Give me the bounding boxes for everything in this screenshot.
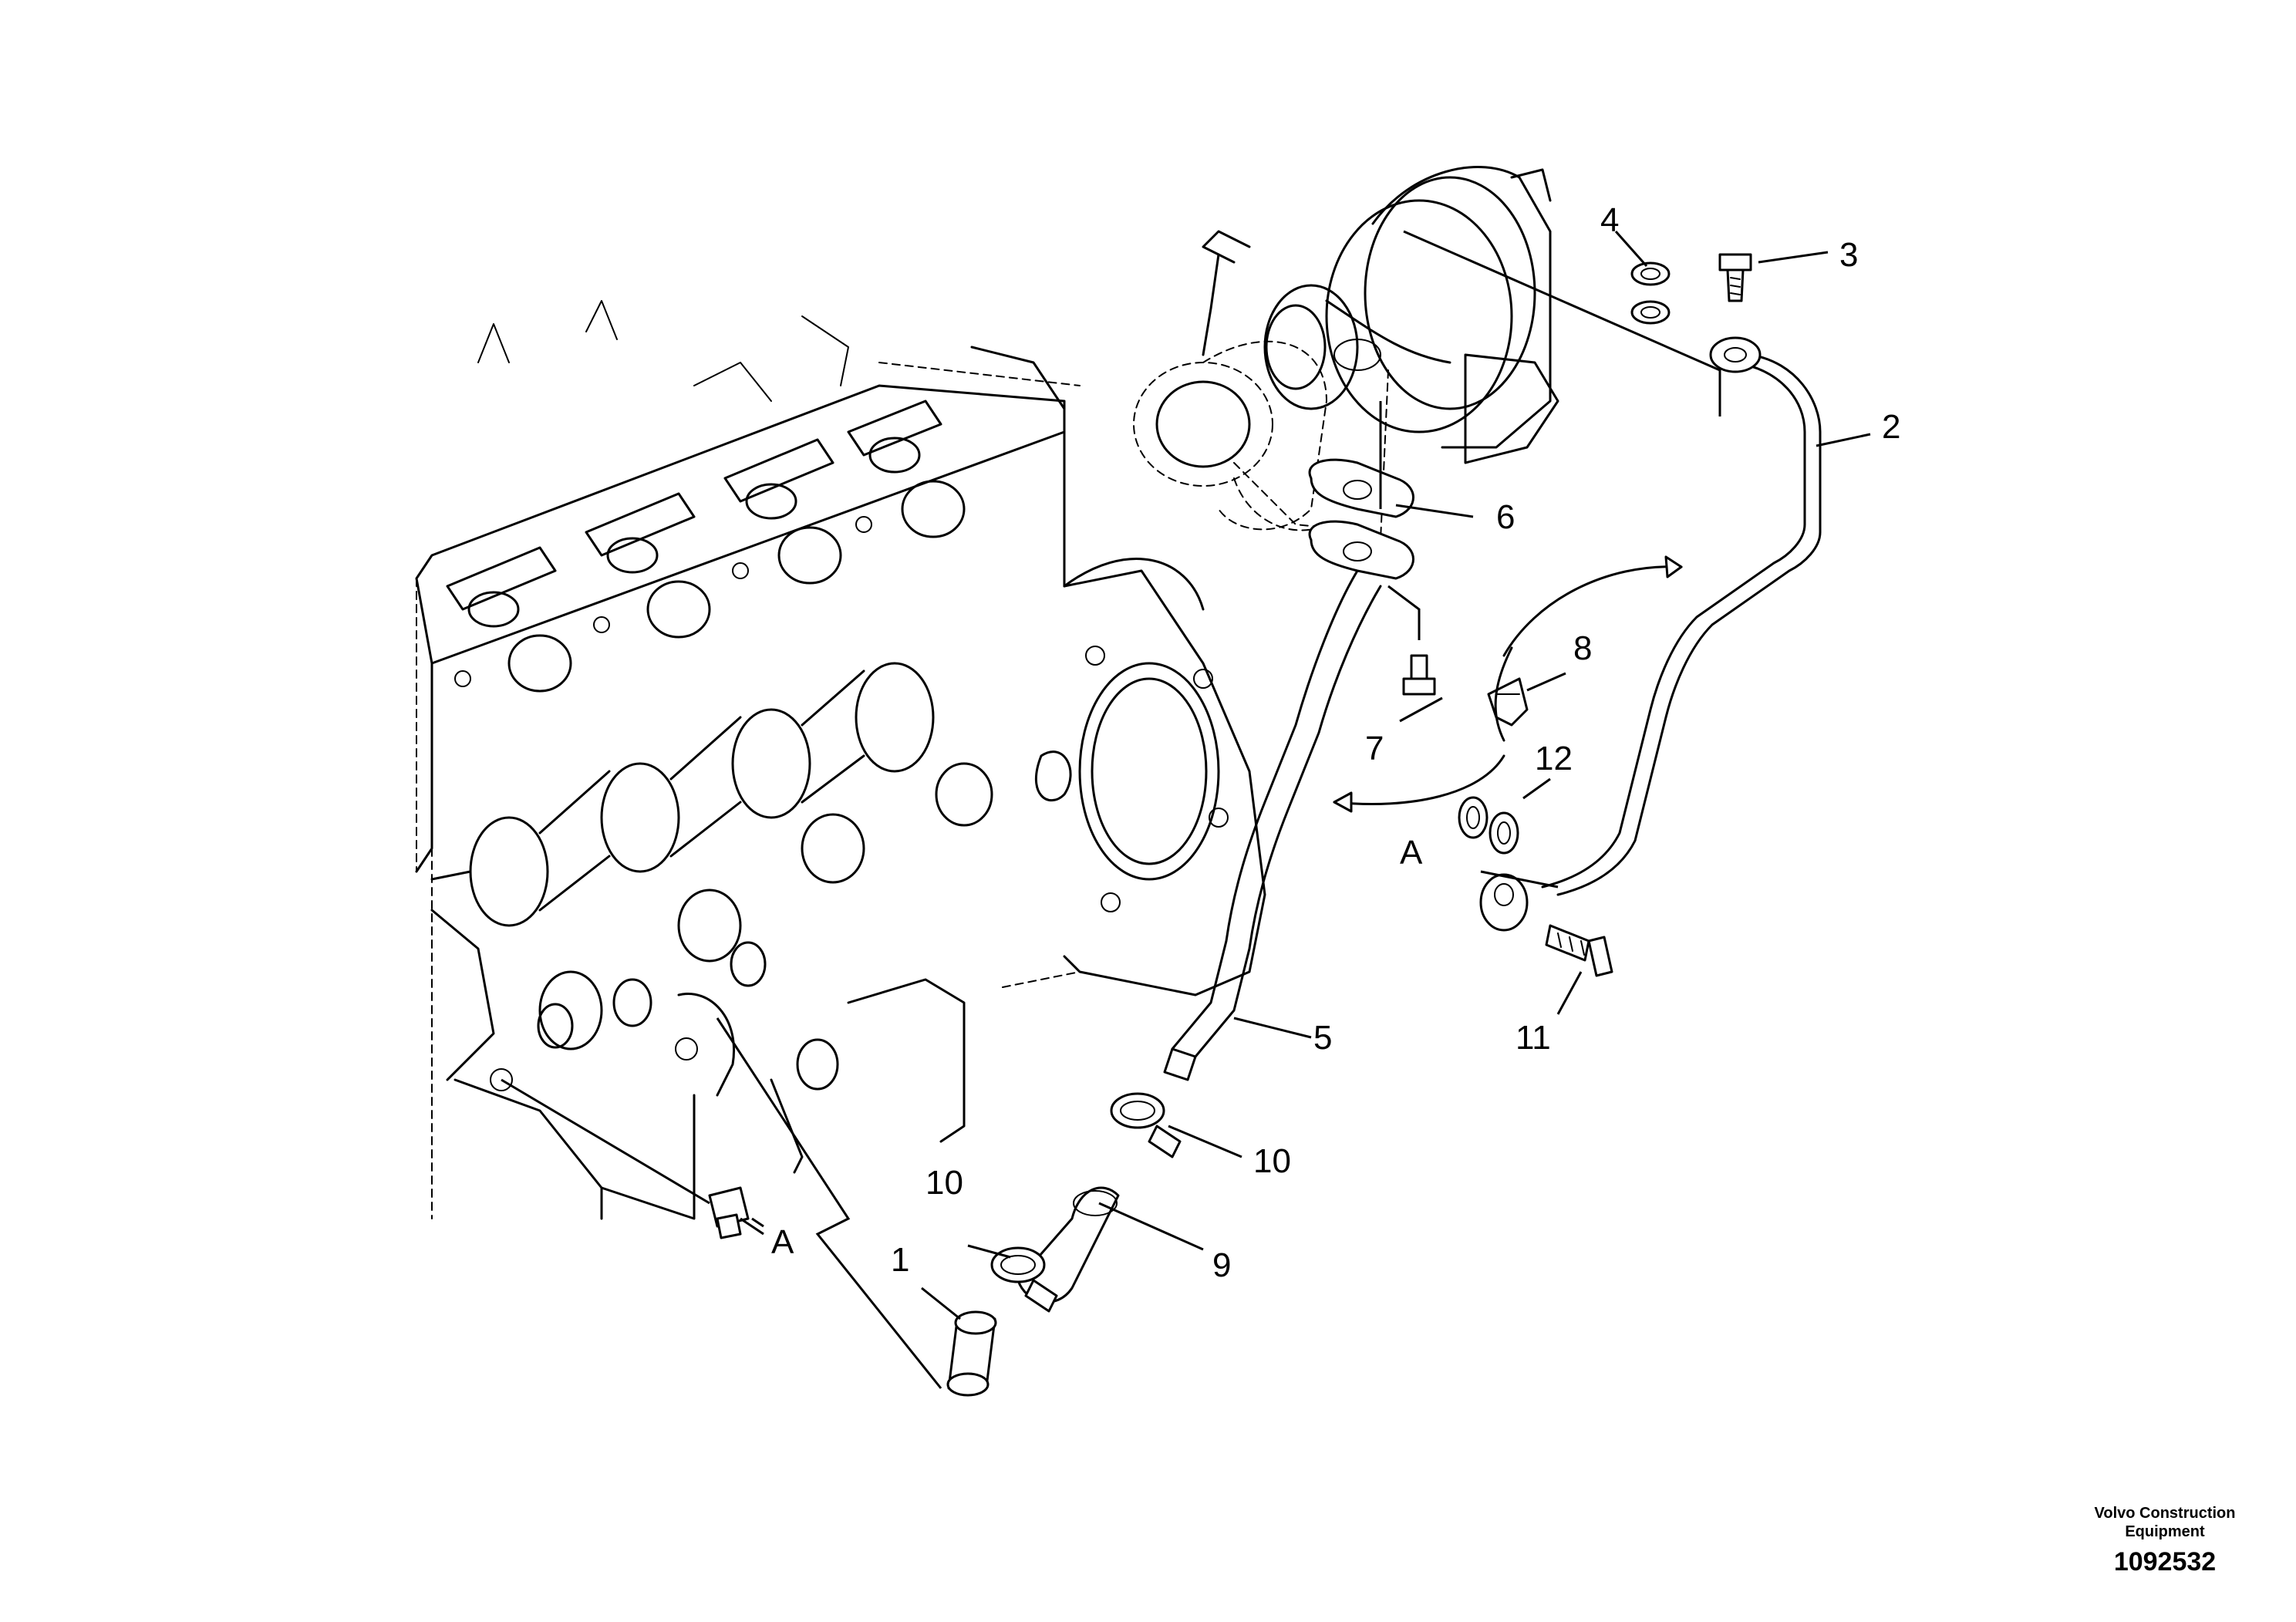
oil-feed-pipe bbox=[1403, 230, 1822, 932]
clip-8 bbox=[1487, 646, 1529, 742]
reference-a-right: A bbox=[1400, 834, 1423, 872]
callout-9: 9 bbox=[1212, 1246, 1231, 1284]
callout-10-lower: 10 bbox=[925, 1164, 963, 1202]
callout-1: 1 bbox=[891, 1241, 909, 1279]
callout-labels: 1 2 3 4 5 6 7 8 9 10 10 11 12 A A bbox=[771, 201, 1900, 1284]
bolt-3 bbox=[1718, 253, 1752, 302]
callout-6: 6 bbox=[1496, 498, 1515, 536]
callout-5: 5 bbox=[1313, 1019, 1332, 1057]
callout-4: 4 bbox=[1600, 201, 1619, 239]
rotation-arrows bbox=[1333, 555, 1683, 813]
callout-7: 7 bbox=[1365, 730, 1384, 767]
cylinder-head-ports bbox=[446, 300, 1066, 693]
engine-block-drawing bbox=[415, 300, 1266, 1220]
hose-and-clamps bbox=[716, 1017, 1182, 1397]
washers-4 bbox=[1630, 261, 1671, 325]
callout-2: 2 bbox=[1882, 408, 1900, 446]
callout-3: 3 bbox=[1839, 236, 1858, 274]
turbocharger-drawing bbox=[1133, 166, 1559, 541]
reference-a-left: A bbox=[771, 1223, 794, 1261]
callout-11: 11 bbox=[1515, 1019, 1551, 1057]
brand-name: Volvo Construction Equipment bbox=[2094, 1505, 2236, 1540]
washers-12 bbox=[1458, 796, 1519, 855]
block-cylinders bbox=[430, 662, 1081, 1220]
drawing-stamp: Volvo Construction Equipment 1092532 bbox=[2080, 1504, 2250, 1577]
callout-10-upper: 10 bbox=[1253, 1142, 1291, 1180]
front-cover bbox=[1035, 558, 1229, 912]
callout-leaders bbox=[740, 231, 1871, 1320]
drawing-number: 1092532 bbox=[2113, 1547, 2217, 1576]
fitting-a-left bbox=[501, 1078, 764, 1239]
callout-12: 12 bbox=[1535, 740, 1573, 777]
oil-drain-pipe bbox=[1163, 401, 1421, 1081]
bolt-7 bbox=[1402, 654, 1436, 696]
callout-8: 8 bbox=[1573, 629, 1592, 667]
bolt-11 bbox=[1545, 924, 1613, 977]
